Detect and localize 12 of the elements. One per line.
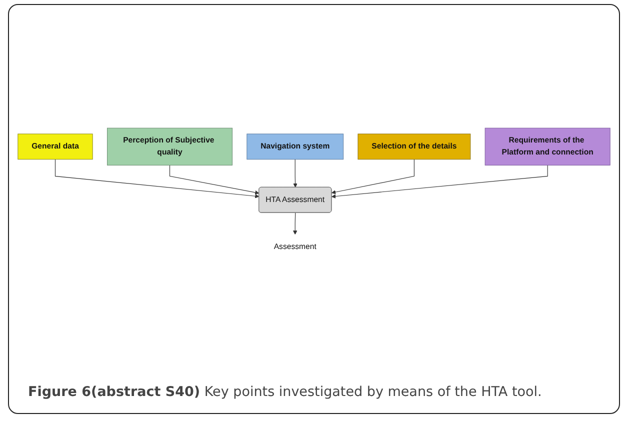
node-box xyxy=(358,134,471,160)
figure-caption: Figure 6(abstract S40) Key points investigated by means of the HTA tool. xyxy=(28,384,542,400)
arrow xyxy=(293,159,298,188)
arrow xyxy=(54,159,260,198)
arrow xyxy=(331,164,548,198)
node-box xyxy=(246,134,344,160)
arrow xyxy=(331,159,414,194)
node-box xyxy=(107,128,233,166)
node-box xyxy=(484,128,610,166)
node-box xyxy=(18,134,93,160)
arrow xyxy=(169,164,260,195)
arrow xyxy=(292,212,298,235)
